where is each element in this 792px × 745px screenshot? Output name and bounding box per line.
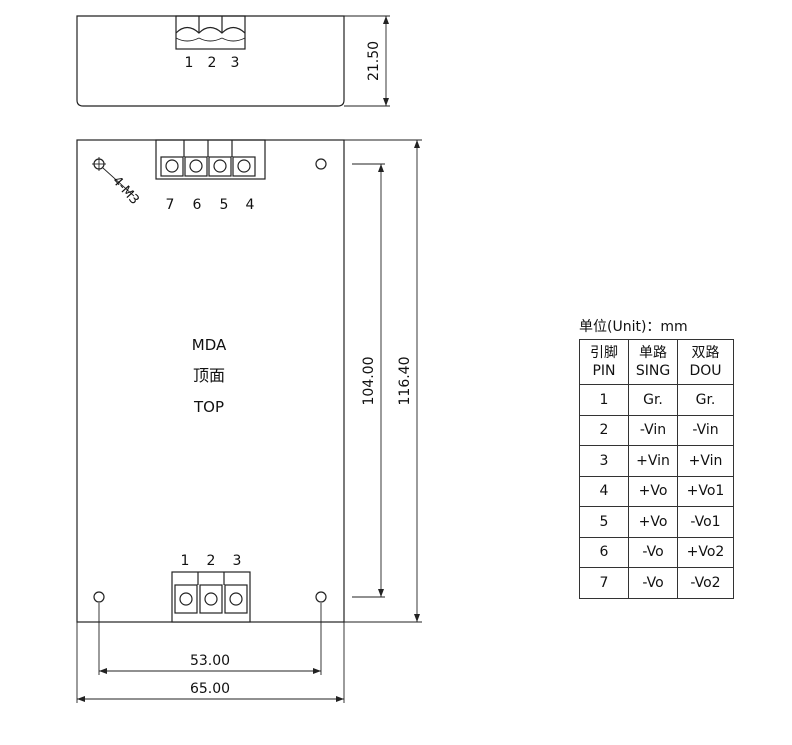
cell-single: -Vo [628, 536, 678, 568]
mount-hole-top-right [315, 158, 327, 170]
top-pin-7 [165, 159, 179, 173]
top-pin-4 [237, 159, 251, 173]
cell-dual: Gr. [677, 384, 734, 416]
top-pin-label-6: 6 [193, 197, 202, 213]
vertical-dimension-total [344, 139, 422, 623]
horizontal-dimension-total [76, 622, 345, 703]
cell-dual: +Vo2 [677, 536, 734, 568]
vertical-dimension-hole-span [352, 163, 385, 598]
table-row: 3 +Vin +Vin [579, 445, 734, 477]
cell-pin: 4 [579, 475, 629, 507]
unit-caption: 单位(Unit)：mm [579, 319, 688, 335]
cell-pin: 5 [579, 506, 629, 538]
mount-hole-bottom-left [93, 591, 105, 603]
cell-single: Gr. [628, 384, 678, 416]
model-label: MDA [192, 336, 227, 354]
cell-pin: 2 [579, 414, 629, 446]
side-pin-label-2: 2 [208, 55, 217, 71]
side-height-dim-label: 21.50 [366, 41, 382, 81]
dim-total-horizontal: 65.00 [190, 681, 230, 697]
cell-single: -Vin [628, 414, 678, 446]
cell-pin: 3 [579, 445, 629, 477]
bottom-pin-3 [229, 592, 243, 606]
bottom-pin-1 [179, 592, 193, 606]
bottom-terminal-block [171, 571, 251, 623]
side-terminal-block [175, 15, 246, 50]
cell-single: +Vo [628, 506, 678, 538]
table-row: 6 -Vo +Vo2 [579, 536, 734, 568]
mount-note: 4-M3 [109, 174, 142, 208]
cell-dual: +Vin [677, 445, 734, 477]
bottom-pin-label-3: 3 [233, 553, 242, 569]
dim-total-vertical: 116.40 [397, 357, 413, 406]
mount-note-leader [102, 167, 135, 197]
side-pin-label-1: 1 [185, 55, 194, 71]
dim-hole-span-horizontal: 53.00 [190, 653, 230, 669]
bottom-pin-label-1: 1 [181, 553, 190, 569]
table-row: 2 -Vin -Vin [579, 414, 734, 446]
cell-dual: -Vo2 [677, 567, 734, 599]
top-pin-5 [213, 159, 227, 173]
top-pin-6 [189, 159, 203, 173]
cell-dual: -Vin [677, 414, 734, 446]
bottom-pin-2 [204, 592, 218, 606]
side-pin-label-3: 3 [231, 55, 240, 71]
side-view-outline [76, 15, 345, 107]
face-label-en: TOP [193, 398, 224, 416]
cell-pin: 7 [579, 567, 629, 599]
table-row: 1 Gr. Gr. [579, 384, 734, 416]
cell-pin: 6 [579, 536, 629, 568]
side-view: 1 2 3 21.50 [76, 15, 390, 107]
cell-single: +Vo [628, 475, 678, 507]
top-pin-label-7: 7 [166, 197, 175, 213]
cell-single: -Vo [628, 567, 678, 599]
table-row: 4 +Vo +Vo1 [579, 475, 734, 507]
top-pin-label-5: 5 [220, 197, 229, 213]
top-terminal-block [155, 139, 266, 180]
top-pin-label-4: 4 [246, 197, 255, 213]
table-row: 7 -Vo -Vo2 [579, 567, 734, 599]
dim-hole-span-vertical: 104.00 [361, 357, 377, 406]
bottom-pin-label-2: 2 [207, 553, 216, 569]
cell-dual: -Vo1 [677, 506, 734, 538]
horizontal-dimension-hole-span [98, 603, 322, 675]
side-height-dimension [344, 15, 390, 107]
cell-pin: 1 [579, 384, 629, 416]
cell-single: +Vin [628, 445, 678, 477]
cell-dual: +Vo1 [677, 475, 734, 507]
face-label-cn: 顶面 [193, 366, 225, 385]
top-view: 4-M3 7 6 5 4 MDA 顶面 TOP 1 2 3 [76, 139, 345, 623]
table-row: 5 +Vo -Vo1 [579, 506, 734, 538]
mount-hole-bottom-right [315, 591, 327, 603]
